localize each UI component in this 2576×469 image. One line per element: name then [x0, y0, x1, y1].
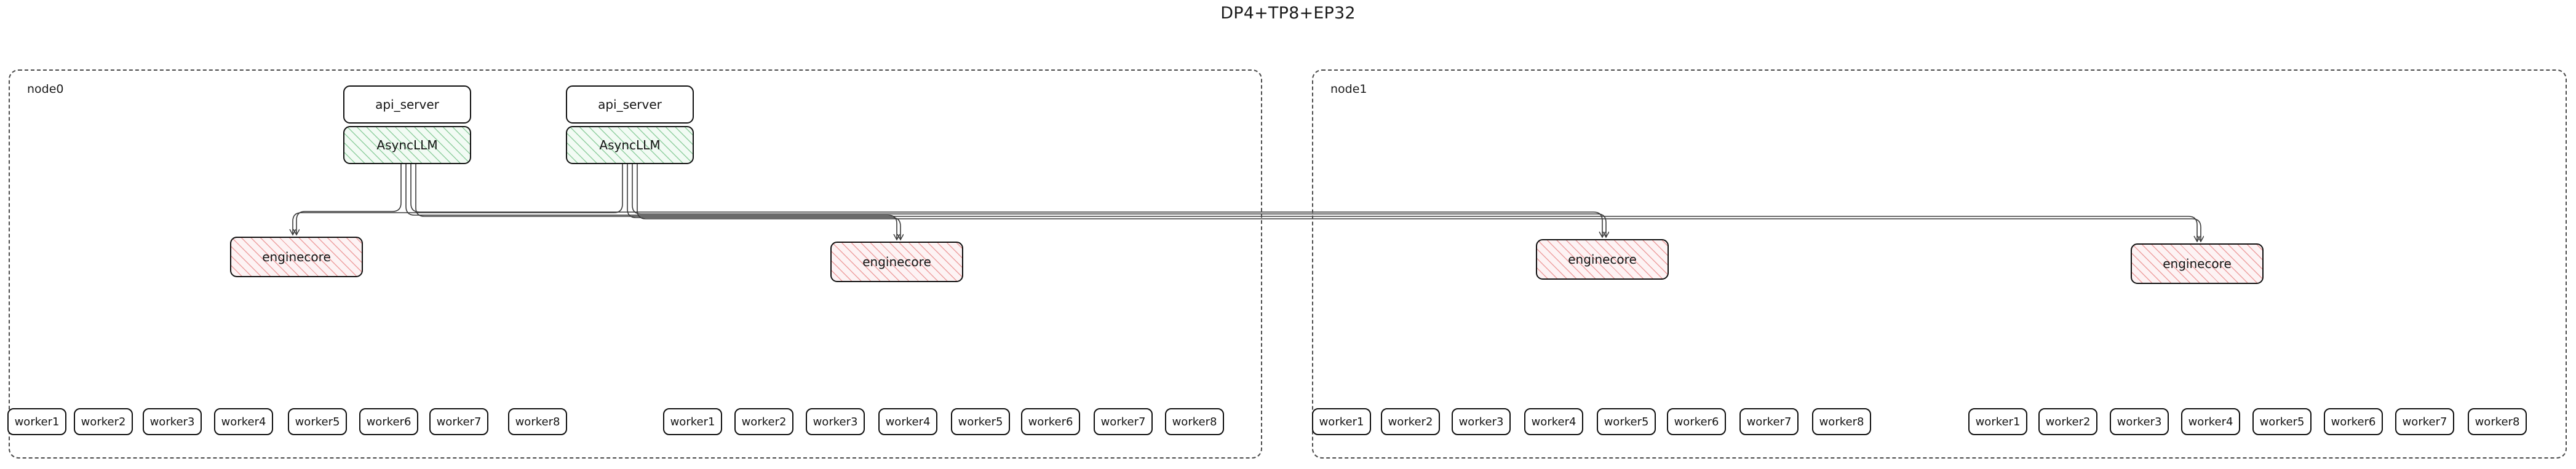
- node-cluster-label-node0: node0: [27, 82, 64, 96]
- worker-label: worker3: [1458, 415, 1504, 428]
- worker-box[interactable]: worker5: [1597, 408, 1656, 435]
- worker-label: worker5: [295, 415, 340, 428]
- worker-box[interactable]: worker7: [1739, 408, 1799, 435]
- worker-label: worker4: [1531, 415, 1576, 428]
- asyncllm-box[interactable]: AsyncLLM: [566, 126, 694, 164]
- worker-label: worker8: [515, 415, 560, 428]
- api-server-box[interactable]: api_server: [566, 85, 694, 124]
- worker-label: worker2: [741, 415, 787, 428]
- worker-box[interactable]: worker3: [143, 408, 202, 435]
- worker-box[interactable]: worker6: [1667, 408, 1726, 435]
- enginecore-box[interactable]: enginecore: [230, 237, 363, 277]
- worker-box[interactable]: worker4: [878, 408, 937, 435]
- page-title: DP4+TP8+EP32: [1220, 4, 1356, 23]
- worker-box[interactable]: worker7: [429, 408, 488, 435]
- worker-box[interactable]: worker2: [74, 408, 133, 435]
- asyncllm-box[interactable]: AsyncLLM: [343, 126, 471, 164]
- worker-box[interactable]: worker2: [734, 408, 793, 435]
- worker-label: worker7: [1746, 415, 1792, 428]
- enginecore-box[interactable]: enginecore: [2131, 243, 2264, 284]
- worker-label: worker1: [1975, 415, 2021, 428]
- worker-box[interactable]: worker2: [2038, 408, 2097, 435]
- worker-label: worker6: [2331, 415, 2376, 428]
- worker-box[interactable]: worker7: [2395, 408, 2454, 435]
- worker-box[interactable]: worker4: [214, 408, 273, 435]
- worker-box[interactable]: worker8: [508, 408, 567, 435]
- worker-label: worker4: [885, 415, 931, 428]
- worker-label: worker1: [1319, 415, 1364, 428]
- node-cluster-node0: node0: [9, 69, 1262, 459]
- worker-label: worker3: [2117, 415, 2162, 428]
- worker-label: worker2: [2045, 415, 2091, 428]
- worker-label: worker6: [1028, 415, 1073, 428]
- worker-label: worker5: [958, 415, 1003, 428]
- asyncllm-label: AsyncLLM: [599, 138, 661, 152]
- node-cluster-label-node1: node1: [1330, 82, 1367, 96]
- worker-label: worker8: [1819, 415, 1864, 428]
- enginecore-label: enginecore: [862, 254, 931, 269]
- worker-box[interactable]: worker3: [1452, 408, 1511, 435]
- worker-box[interactable]: worker7: [1094, 408, 1153, 435]
- worker-box[interactable]: worker1: [7, 408, 66, 435]
- worker-label: worker8: [2475, 415, 2520, 428]
- worker-label: worker7: [2402, 415, 2447, 428]
- worker-label: worker3: [813, 415, 858, 428]
- worker-label: worker5: [1604, 415, 1649, 428]
- worker-label: worker2: [81, 415, 126, 428]
- enginecore-box[interactable]: enginecore: [830, 242, 963, 282]
- worker-box[interactable]: worker6: [359, 408, 418, 435]
- worker-box[interactable]: worker1: [663, 408, 722, 435]
- worker-label: worker7: [1100, 415, 1146, 428]
- enginecore-label: enginecore: [262, 250, 331, 264]
- worker-box[interactable]: worker5: [288, 408, 347, 435]
- worker-box[interactable]: worker3: [806, 408, 865, 435]
- worker-box[interactable]: worker1: [1968, 408, 2027, 435]
- worker-box[interactable]: worker4: [1524, 408, 1583, 435]
- worker-label: worker6: [1674, 415, 1719, 428]
- api-server-label: api_server: [598, 97, 662, 112]
- api-server-label: api_server: [375, 97, 439, 112]
- worker-box[interactable]: worker6: [1021, 408, 1080, 435]
- worker-box[interactable]: worker2: [1381, 408, 1440, 435]
- worker-box[interactable]: worker8: [1812, 408, 1871, 435]
- api-server-box[interactable]: api_server: [343, 85, 471, 124]
- worker-box[interactable]: worker3: [2110, 408, 2169, 435]
- worker-box[interactable]: worker1: [1312, 408, 1371, 435]
- worker-label: worker1: [670, 415, 715, 428]
- worker-label: worker1: [14, 415, 60, 428]
- worker-label: worker4: [221, 415, 266, 428]
- enginecore-label: enginecore: [1568, 252, 1637, 267]
- worker-box[interactable]: worker5: [2252, 408, 2312, 435]
- enginecore-label: enginecore: [2163, 256, 2232, 271]
- worker-label: worker3: [149, 415, 195, 428]
- worker-box[interactable]: worker5: [951, 408, 1010, 435]
- worker-box[interactable]: worker4: [2181, 408, 2240, 435]
- worker-label: worker8: [1172, 415, 1217, 428]
- worker-box[interactable]: worker8: [1165, 408, 1224, 435]
- worker-box[interactable]: worker6: [2324, 408, 2383, 435]
- worker-box[interactable]: worker8: [2468, 408, 2527, 435]
- worker-label: worker2: [1388, 415, 1433, 428]
- asyncllm-label: AsyncLLM: [376, 138, 438, 152]
- worker-label: worker6: [366, 415, 411, 428]
- worker-label: worker4: [2188, 415, 2233, 428]
- worker-label: worker7: [436, 415, 482, 428]
- enginecore-box[interactable]: enginecore: [1536, 239, 1669, 280]
- node-cluster-node1: node1: [1312, 69, 2567, 459]
- worker-label: worker5: [2259, 415, 2305, 428]
